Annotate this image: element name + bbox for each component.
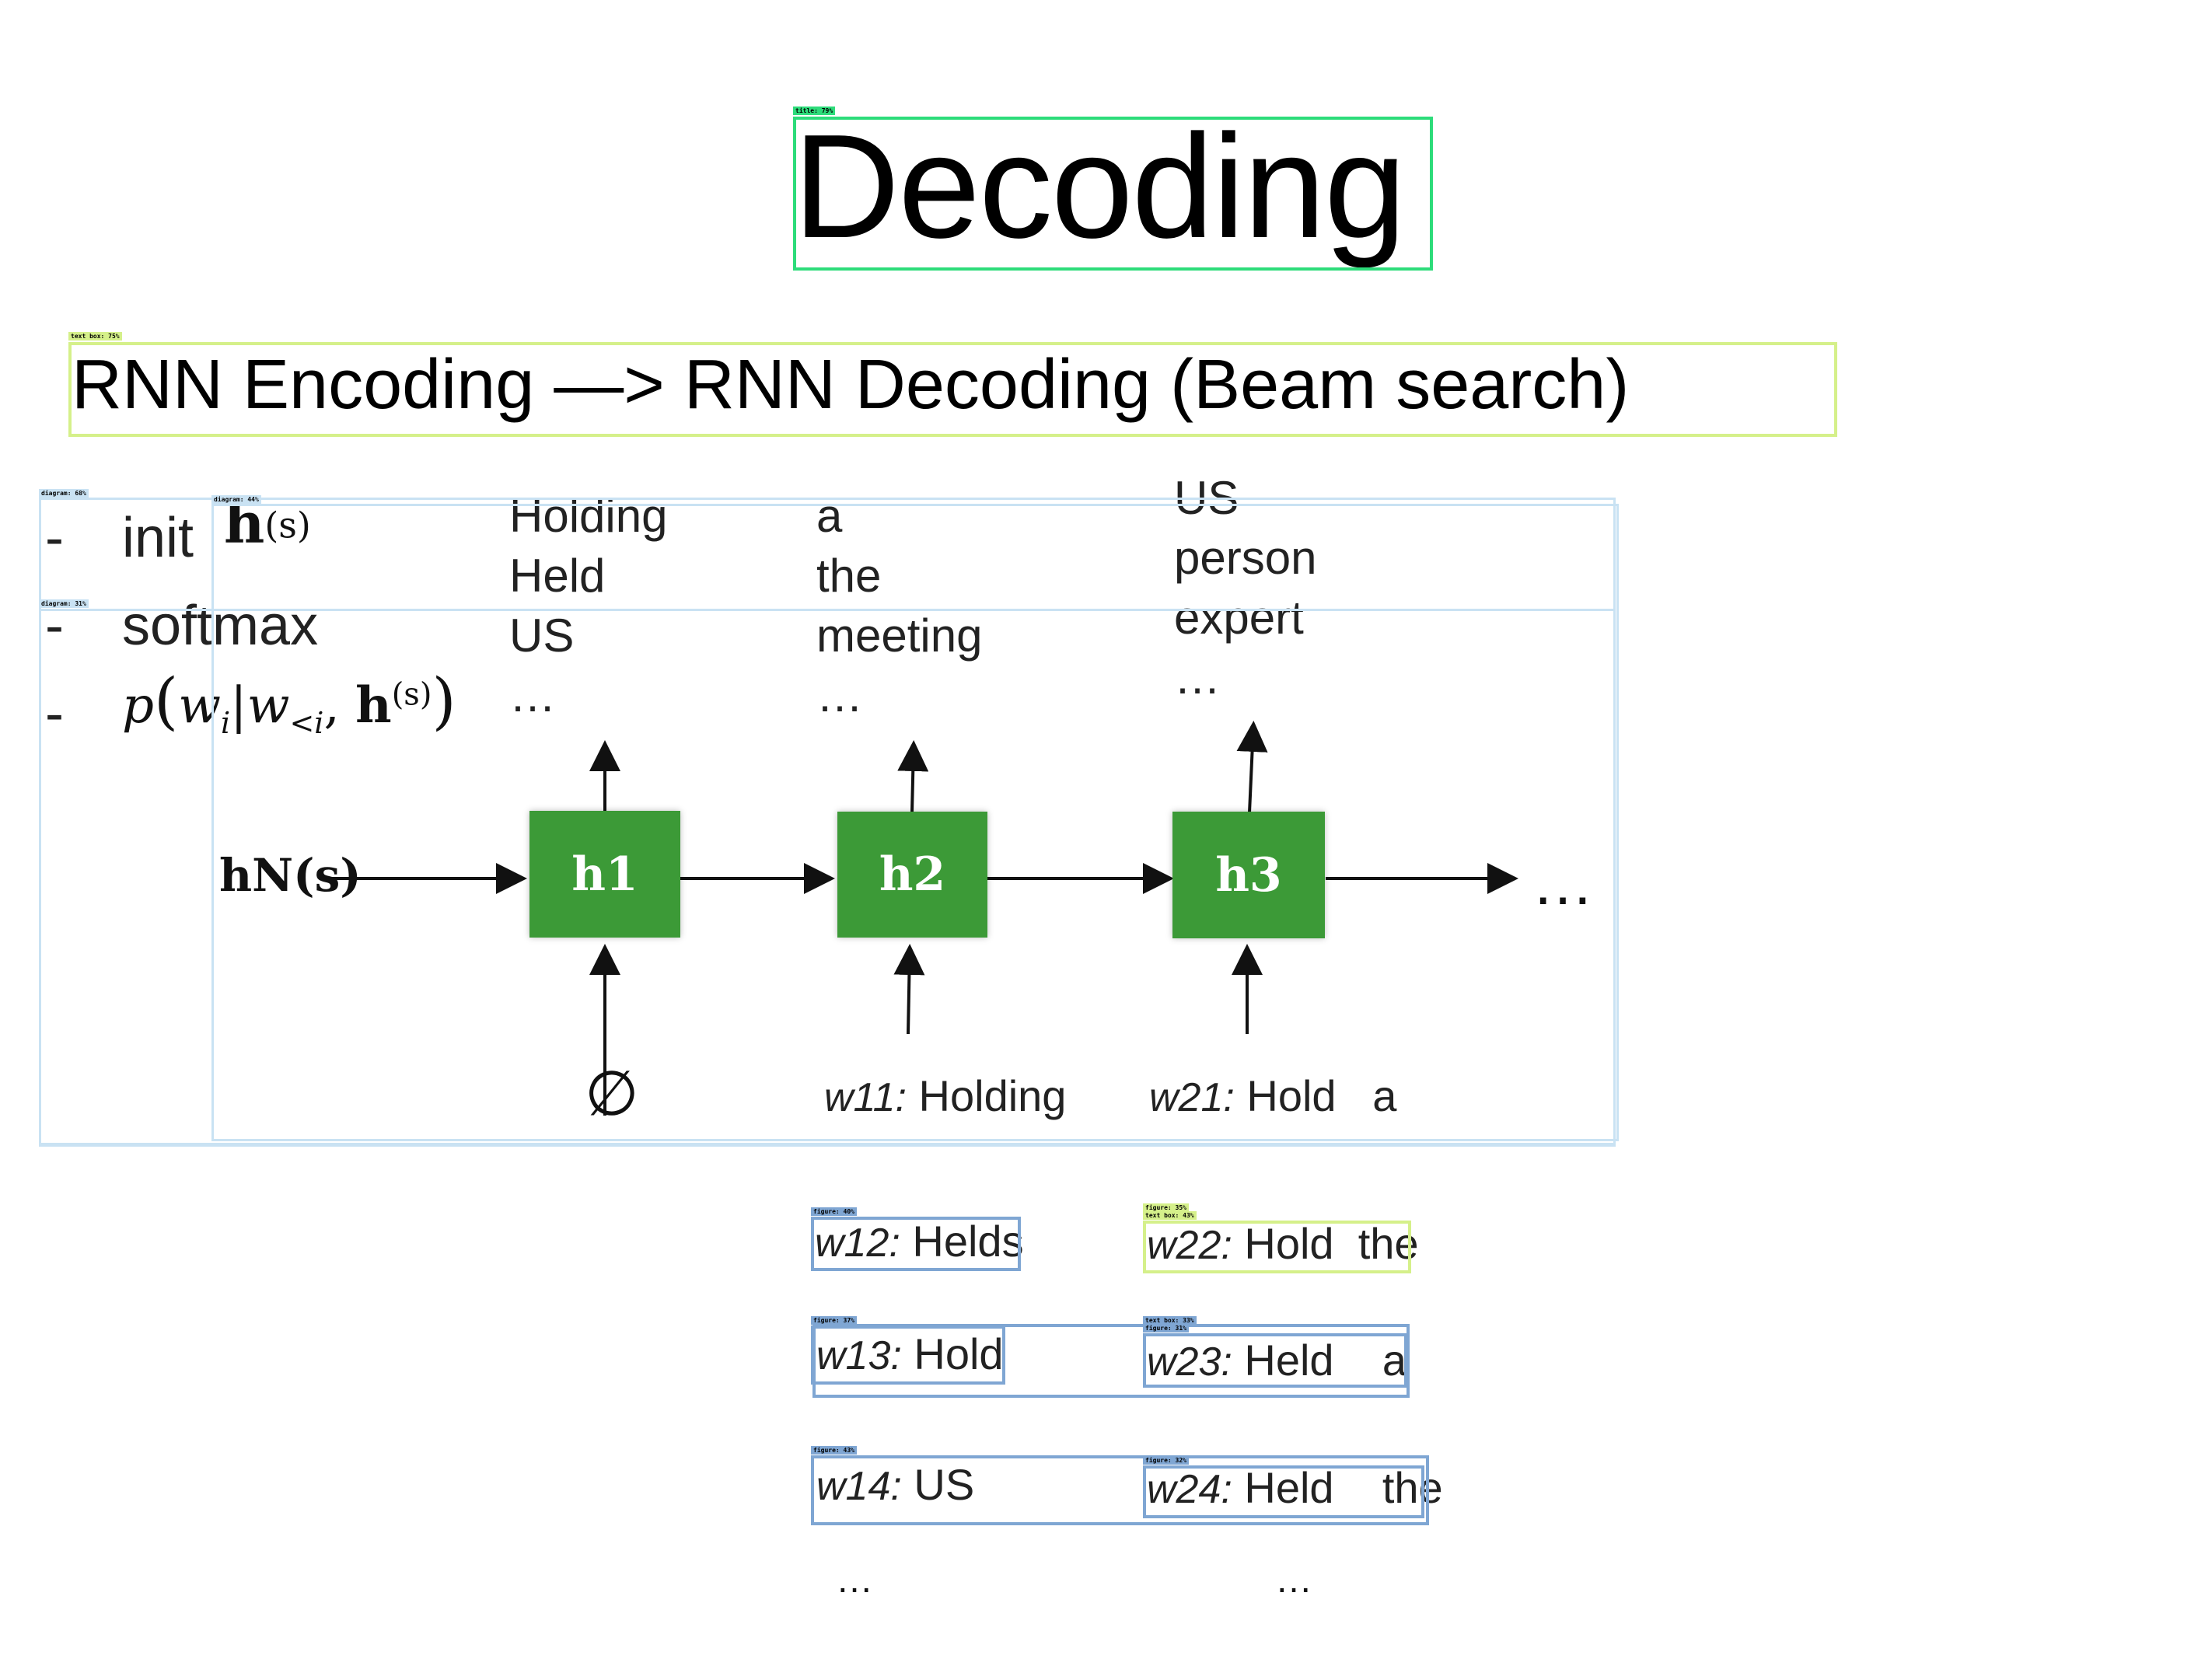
- detection-label: title: 79%: [793, 107, 836, 115]
- beam-w22: w22: Hold the: [1147, 1219, 1419, 1268]
- input-state-label: hN(s): [219, 849, 362, 902]
- detection-label: diagram: 68%: [39, 489, 89, 498]
- detection-box-figure6: [1143, 1465, 1424, 1518]
- detection-box-diagram2: [211, 504, 1619, 1141]
- slide-subtitle: RNN Encoding —> RNN Decoding (Beam searc…: [72, 346, 1630, 424]
- candidate-word: meeting: [816, 609, 983, 662]
- arrow-h3-up: [1236, 721, 1268, 813]
- detection-label: figure: 37%: [811, 1316, 857, 1325]
- candidate-word: …: [1174, 651, 1221, 704]
- detection-label: text box: 33%: [1143, 1316, 1197, 1325]
- beam-w14: w14: US: [816, 1460, 975, 1509]
- candidate-word: US: [509, 609, 575, 662]
- bullet-dash: -: [45, 683, 64, 745]
- input-w21: w21: Hold a: [1149, 1071, 1397, 1120]
- slide-title: Decoding: [793, 104, 1407, 269]
- hidden-cell-h1: h1: [529, 811, 680, 938]
- detection-label: text box: 43%: [1143, 1211, 1197, 1220]
- detection-box-diagram3: [39, 609, 1616, 1145]
- arrow-input-h2: [893, 944, 925, 1035]
- hidden-cell-h2: h2: [837, 812, 987, 938]
- detection-label: figure: 31%: [1143, 1324, 1189, 1332]
- detection-box-figure2: [1143, 1221, 1411, 1273]
- candidate-word: the: [816, 550, 882, 602]
- bullet-init-text: init: [122, 507, 194, 569]
- bullet-softmax-text: softmax: [122, 595, 319, 657]
- detection-box-title: [793, 117, 1433, 271]
- candidate-word: expert: [1174, 592, 1304, 644]
- beam-ellipsis-2: …: [1275, 1559, 1312, 1601]
- detection-box-figure5: [811, 1455, 1429, 1525]
- candidates-h3: US person expert …: [1174, 468, 1316, 707]
- detection-label: figure: 32%: [1143, 1456, 1189, 1465]
- candidate-word: person: [1174, 532, 1317, 584]
- bullet-dash: -: [45, 507, 64, 569]
- trailing-ellipsis: …: [1532, 848, 1594, 917]
- candidate-word: Held: [509, 550, 606, 602]
- detection-box-textbox: [68, 342, 1837, 437]
- detection-label: diagram: 44%: [211, 495, 261, 504]
- detection-box-figure4: [1143, 1333, 1407, 1388]
- candidate-word: …: [816, 669, 863, 721]
- beam-w12: w12: Helds: [815, 1217, 1024, 1266]
- candidates-h2: a the meeting …: [816, 486, 982, 725]
- arrow-h2-up: [897, 740, 929, 813]
- candidate-word: …: [509, 669, 556, 721]
- detection-box-figure1: [811, 1217, 1021, 1271]
- detection-label: diagram: 31%: [39, 599, 89, 608]
- empty-set-input: ∅: [585, 1057, 639, 1130]
- detection-box-textbox3: [812, 1324, 1410, 1398]
- detection-label: figure: 40%: [811, 1207, 857, 1216]
- detection-label: figure: 35%: [1143, 1203, 1189, 1212]
- hidden-cell-h3: h3: [1172, 812, 1325, 938]
- beam-w23: w23: Held a: [1147, 1336, 1407, 1385]
- input-w11: w11: Holding: [824, 1071, 1067, 1120]
- beam-ellipsis-1: …: [836, 1559, 873, 1601]
- detection-label: text box: 75%: [68, 332, 122, 341]
- detection-label: figure: 43%: [811, 1446, 857, 1455]
- beam-w24: w24: Held the: [1147, 1463, 1443, 1512]
- bullet-prob-math: p(wi|w<i, h(s)): [122, 665, 456, 740]
- beam-w13: w13: Hold: [816, 1329, 1004, 1378]
